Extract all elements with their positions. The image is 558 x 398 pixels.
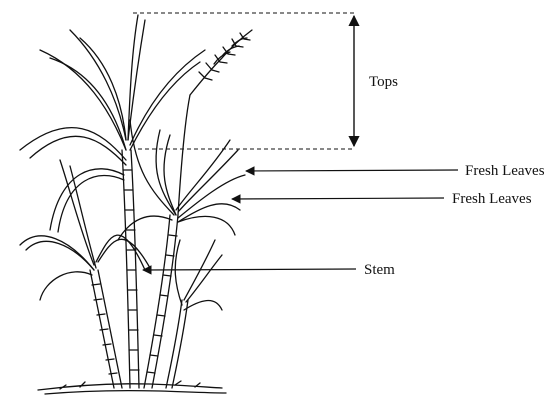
tassel (178, 30, 252, 215)
label-fresh-leaves-upper: Fresh Leaves (465, 163, 545, 179)
arrow-fresh-leaves-upper (246, 170, 458, 171)
leaves (20, 15, 245, 310)
arrow-fresh-leaves-lower (232, 198, 444, 199)
label-stem: Stem (364, 262, 395, 278)
ground-line (38, 381, 226, 394)
label-tops: Tops (369, 74, 398, 90)
stalk-left (90, 270, 122, 388)
stalk-right (144, 215, 178, 388)
stalk-center (122, 150, 139, 388)
label-fresh-leaves-lower: Fresh Leaves (452, 191, 532, 207)
tops-bracket (133, 13, 354, 149)
label-arrows (143, 170, 458, 270)
sugarcane-plant-illustration (20, 15, 252, 394)
stalk-small-right (166, 300, 188, 388)
